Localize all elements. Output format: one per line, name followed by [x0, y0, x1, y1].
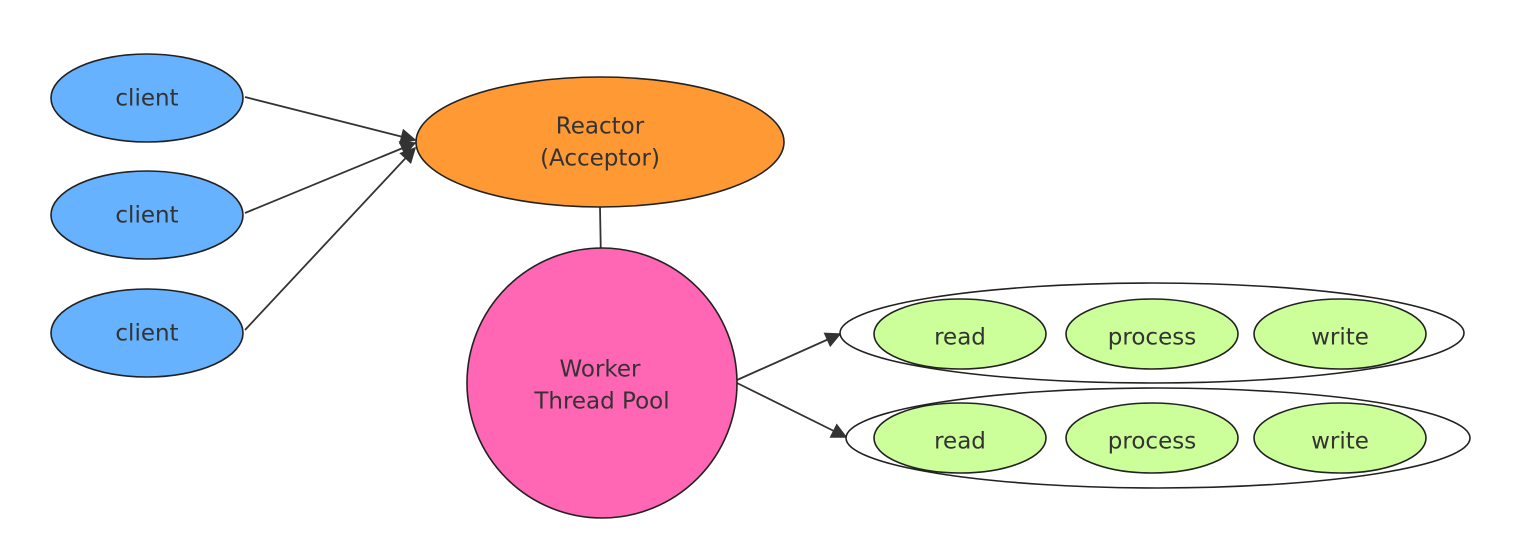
- step-write: write: [1253, 402, 1427, 474]
- pipeline-group: read process write: [845, 387, 1471, 489]
- client-node: client: [50, 53, 244, 143]
- reactor-label-line1: Reactor: [556, 114, 645, 140]
- step-process: process: [1065, 298, 1239, 370]
- reactor-label-line2: (Acceptor): [540, 146, 660, 172]
- step-read: read: [873, 402, 1047, 474]
- step-label: process: [1108, 429, 1196, 455]
- step-label: write: [1311, 429, 1369, 455]
- step-write: write: [1253, 298, 1427, 370]
- edge-client3-reactor: [244, 146, 417, 331]
- edge-client1-reactor: [244, 96, 417, 145]
- step-label: process: [1108, 325, 1196, 351]
- step-label: read: [934, 325, 986, 351]
- edge-worker-pipeline1: [736, 332, 842, 381]
- edge-client2-reactor: [244, 141, 417, 214]
- reactor-node: Reactor (Acceptor): [415, 76, 785, 208]
- pipeline-group: read process write: [839, 282, 1465, 384]
- edge-worker-pipeline2: [736, 382, 848, 438]
- client-label: client: [115, 86, 178, 112]
- step-label: read: [934, 429, 986, 455]
- step-read: read: [873, 298, 1047, 370]
- client-node: client: [50, 170, 244, 260]
- worker-label-line1: Worker: [559, 357, 641, 383]
- client-node: client: [50, 288, 244, 378]
- client-label: client: [115, 203, 178, 229]
- step-process: process: [1065, 402, 1239, 474]
- client-label: client: [115, 321, 178, 347]
- worker-thread-pool-node: Worker Thread Pool: [466, 247, 738, 519]
- step-label: write: [1311, 325, 1369, 351]
- worker-label-line2: Thread Pool: [533, 389, 669, 415]
